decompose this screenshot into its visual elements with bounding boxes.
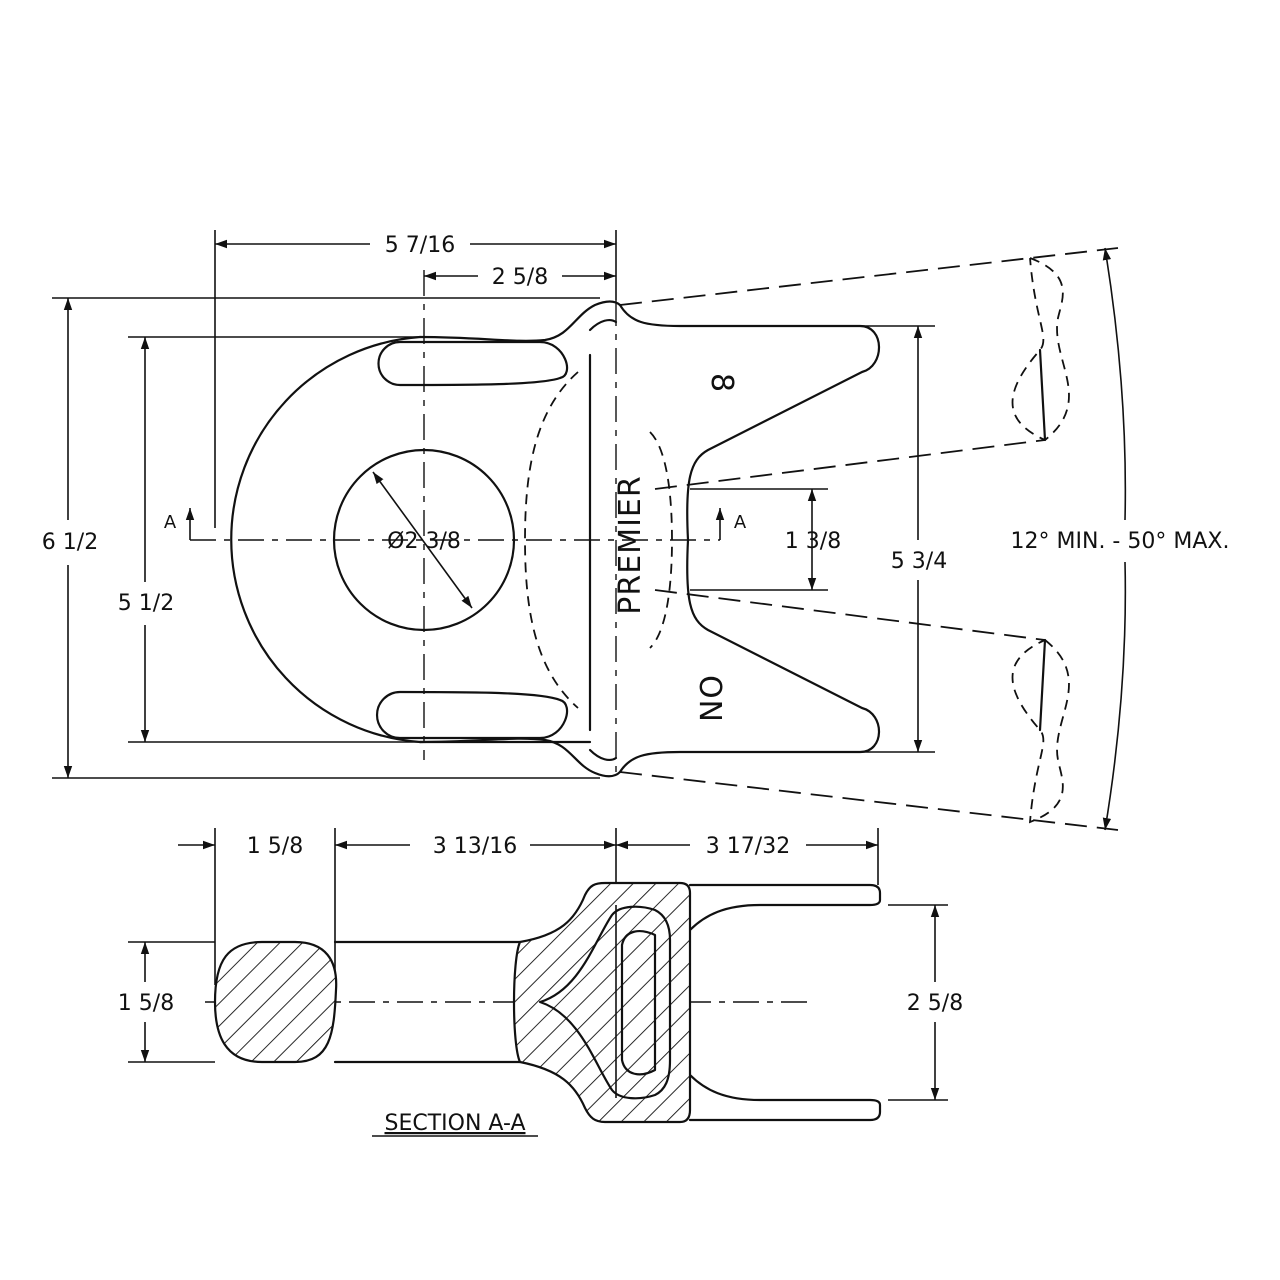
- body-outline: [230, 300, 673, 778]
- dim-overall-width: 5 7/16: [385, 233, 455, 258]
- rod-cross-section: [213, 940, 338, 1064]
- section-dimension-lines: [140, 840, 940, 1100]
- section-view: 1 5/8 3 13/16 3 17/32 1 5/8 2 5/8 SECTIO…: [118, 828, 963, 1137]
- dim-rod-width: 1 5/8: [247, 834, 303, 859]
- stamp-model: NO: [695, 674, 730, 722]
- stamp-number: 8: [704, 373, 739, 393]
- section-mark-right: A: [734, 512, 747, 533]
- dimension-lines: [63, 239, 1127, 831]
- fork-outline: [618, 247, 1119, 831]
- section-mark-left: A: [164, 512, 177, 533]
- section-title: SECTION A-A: [385, 1111, 526, 1136]
- dim-rod-height: 1 5/8: [118, 991, 174, 1016]
- dim-fork-height-section: 2 5/8: [907, 991, 963, 1016]
- dim-fork-length: 3 17/32: [706, 834, 790, 859]
- dim-bore-diameter: Ø2 3/8: [387, 529, 461, 554]
- head-pocket-outline: [620, 930, 657, 1076]
- dim-inner-height: 5 1/2: [118, 591, 174, 616]
- stamp-brand: PREMIER: [613, 475, 648, 614]
- dim-offset-to-center: 2 5/8: [492, 265, 548, 290]
- head-cross-section: [512, 881, 692, 1124]
- section-profile: [333, 883, 882, 1122]
- dim-overall-height: 6 1/2: [42, 530, 98, 555]
- extension-lines: [52, 230, 935, 779]
- dim-slot-width: 1 3/8: [785, 529, 841, 554]
- dim-neck-length: 3 13/16: [433, 834, 517, 859]
- dim-angle-range: 12° MIN. - 50° MAX.: [1011, 529, 1230, 554]
- top-view: 5 7/16 2 5/8 6 1/2 5 1/2 Ø2 3/8 1 3/8 5 …: [42, 230, 1230, 831]
- dim-fork-height: 5 3/4: [891, 549, 947, 574]
